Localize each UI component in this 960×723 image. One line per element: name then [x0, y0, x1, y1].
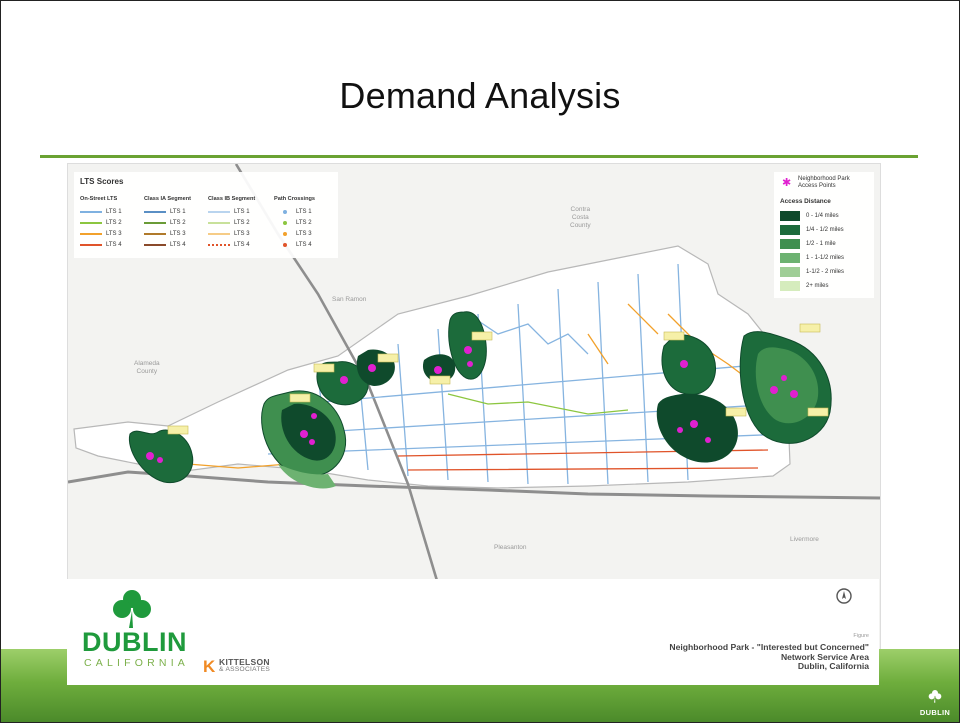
lts-row: LTS 2 — [144, 217, 206, 228]
north-arrow-icon — [836, 588, 852, 604]
caption-line: Neighborhood Park - "Interested but Conc… — [669, 642, 869, 652]
park-access-star-icon: ✱ — [782, 177, 792, 189]
lts-row: LTS 2 — [80, 217, 142, 228]
place-san-ramon: San Ramon — [332, 296, 367, 303]
lts-legend-title: LTS Scores — [80, 177, 124, 186]
caption-line: Network Service Area — [780, 651, 869, 662]
map-footer: DUBLIN CALIFORNIA K KITTELSON & ASSOCIAT… — [67, 579, 879, 685]
dublin-logo-text: DUBLIN — [82, 627, 187, 657]
access-distance-row: 1-1/2 - 2 miles — [780, 266, 844, 278]
place-livermore: Livermore — [790, 536, 819, 543]
lts-column-class-ib: Class IB Segment LTS 1 LTS 2 LTS 3 LTS 4 — [208, 196, 270, 250]
lts-row: LTS 3 — [274, 228, 336, 239]
park-label-tags — [167, 323, 829, 435]
map-graphic — [68, 164, 880, 686]
access-distance-header: Access Distance — [780, 198, 831, 205]
access-distance-row: 2+ miles — [780, 280, 829, 292]
park-access-label: Neighborhood Park Access Points — [798, 176, 850, 189]
corner-dublin-logo: DUBLIN — [917, 689, 953, 719]
lts-column-header: Path Crossings — [274, 196, 316, 202]
lts-row: LTS 1 — [80, 206, 142, 217]
lts-row: LTS 4 — [144, 239, 206, 250]
access-distance-row: 1/4 - 1/2 miles — [780, 224, 844, 236]
map-caption: Neighborhood Park - "Interested but Conc… — [669, 642, 869, 672]
lts-column-header: Class IA Segment — [144, 196, 192, 202]
kittelson-name: KITTELSON — [219, 657, 270, 667]
place-contra-costa: Contra Costa County — [570, 206, 591, 229]
corner-shamrock-icon — [928, 690, 942, 703]
lts-row: LTS 3 — [80, 228, 142, 239]
shamrock-icon — [113, 590, 151, 628]
kittelson-sub: & ASSOCIATES — [219, 666, 271, 673]
access-distance-row: 0 - 1/4 miles — [780, 210, 839, 222]
access-distance-row: 1 - 1-1/2 miles — [780, 252, 844, 264]
lts-row: LTS 2 — [208, 217, 270, 228]
lts-column-header: On-Street LTS — [80, 196, 118, 202]
lts-row: LTS 4 — [274, 239, 336, 250]
caption-line: Dublin, California — [797, 661, 869, 672]
access-distance-row: 1/2 - 1 mile — [780, 238, 836, 250]
lts-row: LTS 1 — [144, 206, 206, 217]
slide-title: Demand Analysis — [339, 75, 621, 116]
lts-row: LTS 4 — [80, 239, 142, 250]
lts-legend: LTS Scores On-Street LTS LTS 1 LTS 2 LTS… — [74, 172, 338, 258]
lts-column-class-ia: Class IA Segment LTS 1 LTS 2 LTS 3 LTS 4 — [144, 196, 206, 250]
california-logo-text: CALIFORNIA — [84, 657, 190, 669]
place-pleasanton: Pleasanton — [494, 544, 527, 551]
lts-column-path-crossings: Path Crossings LTS 1 LTS 2 LTS 3 LTS 4 — [274, 196, 336, 250]
lts-row: LTS 4 — [208, 239, 270, 250]
lts-row: LTS 3 — [144, 228, 206, 239]
lts-row: LTS 3 — [208, 228, 270, 239]
kittelson-logo-mark: K — [203, 657, 216, 676]
lts-column-on-street: On-Street LTS LTS 1 LTS 2 LTS 3 LTS 4 — [80, 196, 142, 250]
place-alameda: Alameda County — [134, 360, 160, 375]
park-access-points — [146, 346, 798, 463]
lts-row: LTS 1 — [208, 206, 270, 217]
lts-row: LTS 1 — [274, 206, 336, 217]
title-divider — [40, 155, 918, 158]
lts-row: LTS 2 — [274, 217, 336, 228]
access-distance-legend: ✱ Neighborhood Park Access Points Access… — [774, 172, 874, 298]
corner-logo-text: DUBLIN — [919, 708, 951, 717]
lts-column-header: Class IB Segment — [208, 196, 256, 202]
figure-label: Figure — [853, 633, 869, 639]
